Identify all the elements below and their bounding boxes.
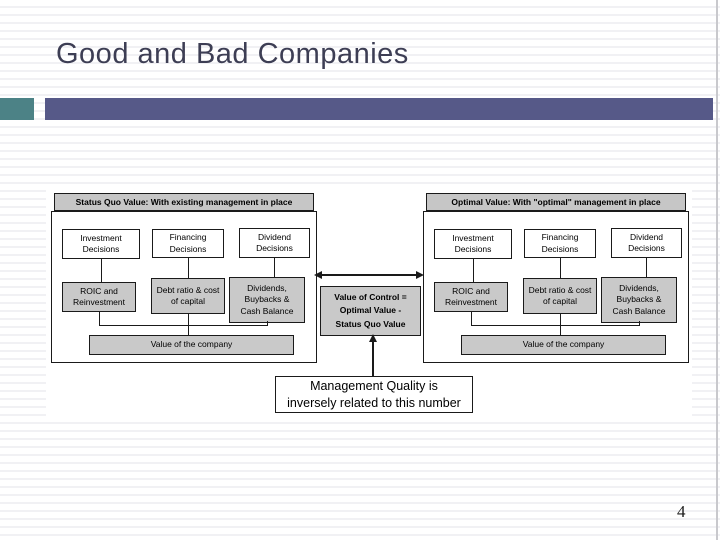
connector-line xyxy=(274,258,276,277)
up-arrow-line xyxy=(372,341,374,376)
ov-debt-ratio-box: Debt ratio & cost of capital xyxy=(523,278,597,314)
connector-line xyxy=(470,325,640,327)
ov-roic-reinvestment-box: ROIC and Reinvestment xyxy=(434,282,508,312)
ov-investment-decisions-box: Investment Decisions xyxy=(434,229,512,259)
management-quality-note-box: Management Quality is inversely related … xyxy=(275,376,473,413)
optimal-value-header: Optimal Value: With "optimal" management… xyxy=(426,193,686,211)
ov-dividend-decisions-box: Dividend Decisions xyxy=(611,228,682,258)
sq-value-of-company-box: Value of the company xyxy=(89,335,294,355)
connector-line xyxy=(472,259,474,282)
accent-bar-purple xyxy=(45,98,713,120)
ov-dividends-buybacks-box: Dividends, Buybacks & Cash Balance xyxy=(601,277,677,323)
ov-value-of-company-box: Value of the company xyxy=(461,335,666,355)
optimal-value-panel: Optimal Value: With "optimal" management… xyxy=(423,193,689,363)
slide-title: Good and Bad Companies xyxy=(56,38,409,70)
connector-line xyxy=(98,325,268,327)
sq-investment-decisions-box: Investment Decisions xyxy=(62,229,140,259)
connector-line xyxy=(646,258,648,277)
connector-line xyxy=(638,321,640,326)
connector-line xyxy=(559,258,561,278)
slide-right-edge xyxy=(716,0,718,540)
sq-dividends-buybacks-box: Dividends, Buybacks & Cash Balance xyxy=(229,277,305,323)
arrowhead-right-icon xyxy=(416,270,424,279)
connector-line xyxy=(98,312,100,326)
status-quo-panel: Status Quo Value: With existing manageme… xyxy=(51,193,317,363)
arrowhead-left-icon xyxy=(314,270,322,279)
sq-debt-ratio-box: Debt ratio & cost of capital xyxy=(151,278,225,314)
arrowhead-up-icon xyxy=(368,334,377,342)
ov-financing-decisions-box: Financing Decisions xyxy=(524,229,596,258)
sq-roic-reinvestment-box: ROIC and Reinvestment xyxy=(62,282,136,312)
connector-line xyxy=(266,321,268,326)
accent-bar-teal xyxy=(0,98,34,120)
connector-line xyxy=(187,314,189,335)
sq-dividend-decisions-box: Dividend Decisions xyxy=(239,228,310,258)
connector-line xyxy=(470,312,472,326)
page-number: 4 xyxy=(677,502,686,521)
double-arrow-line xyxy=(320,274,418,276)
value-of-control-box: Value of Control = Optimal Value - Statu… xyxy=(320,286,421,336)
status-quo-header: Status Quo Value: With existing manageme… xyxy=(54,193,314,211)
connector-line xyxy=(100,259,102,282)
connector-line xyxy=(187,258,189,278)
connector-line xyxy=(559,314,561,335)
sq-financing-decisions-box: Financing Decisions xyxy=(152,229,224,258)
